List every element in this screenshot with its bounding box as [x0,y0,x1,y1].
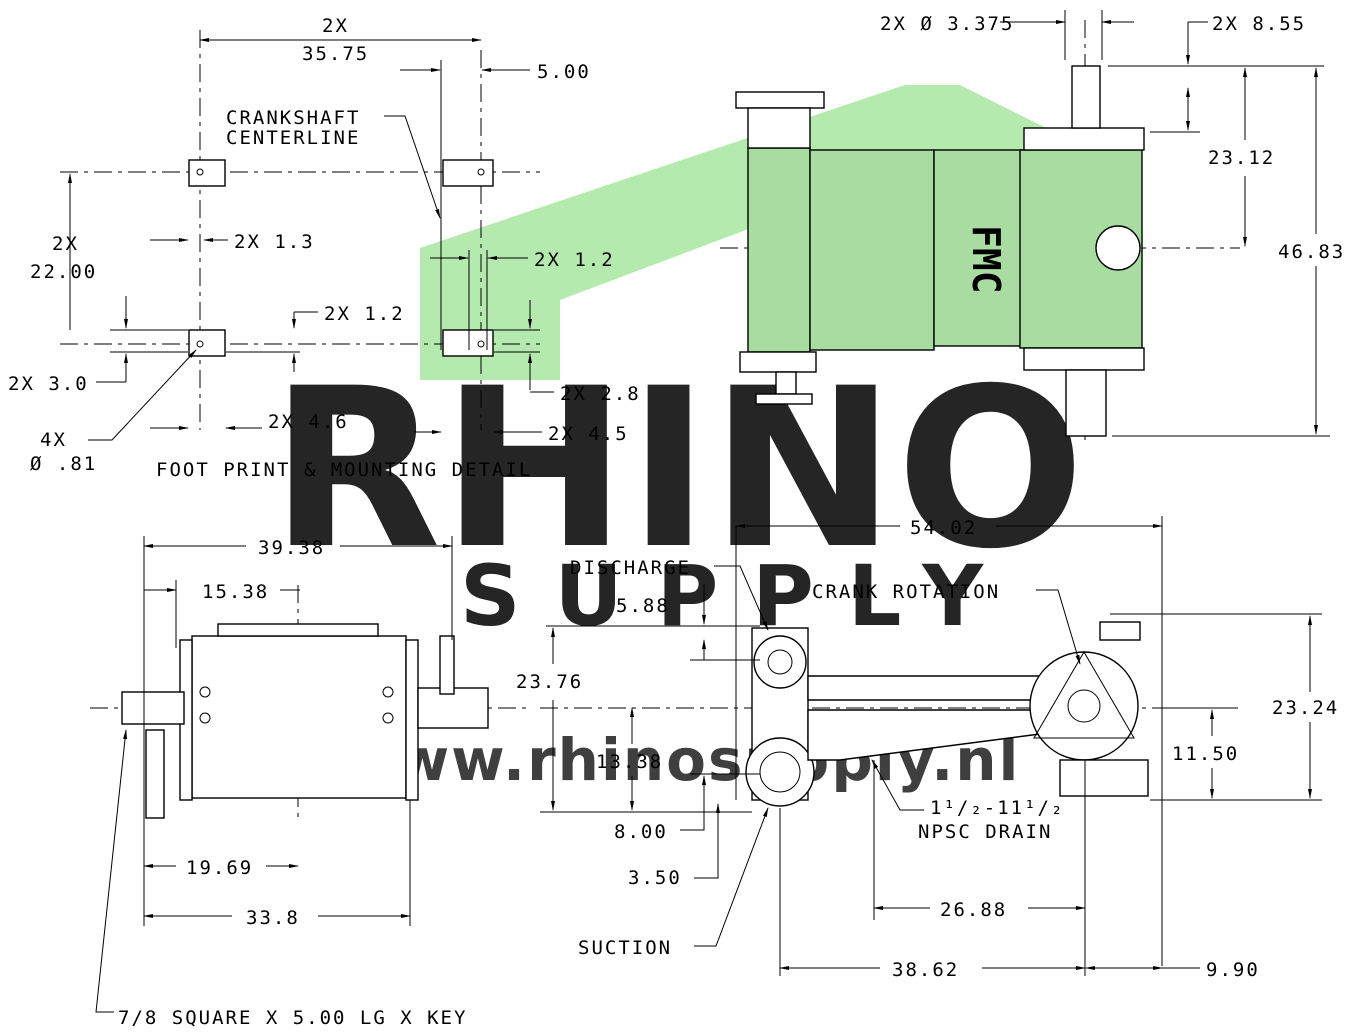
dim-label: 2X [52,233,79,255]
dim-label: 2X 2.8 [560,383,641,405]
dim-label: 2X 1.3 [234,231,315,253]
brand-mark: FMC [964,225,1008,294]
top-view: FMC 2X Ø 3.375 2X 8.55 23.12 46.83 [720,10,1345,440]
callout-label: SUCTION [578,937,672,959]
dim-label: 39.38 [258,537,325,559]
dim-label: 46.83 [1278,241,1345,263]
dim-label: 23.12 [1208,147,1275,169]
callout-label: 1¹/₂-11¹/₂ [930,797,1064,819]
crankshaft [1065,65,1107,437]
dim-label: 2X 1.2 [534,249,615,271]
dim-label: 13.38 [596,751,663,773]
mount-pad [188,159,226,187]
callout-label: DISCHARGE [570,557,691,579]
end-view: 39.38 15.38 19.69 33.8 7/8 SQUARE X 5.00… [90,536,530,1029]
dim-label: 2X 3.0 [8,373,89,395]
dim-label: CRANKSHAFT [226,107,360,129]
dim-label: 4X [40,429,67,451]
detail-title: FOOT PRINT & MOUNTING DETAIL [156,459,532,481]
dim-label: 54.02 [910,517,977,539]
pump-side-body [745,621,1149,807]
dim-label: 26.88 [940,899,1007,921]
dim-label: 2X [322,15,349,37]
dim-label: 3.50 [628,867,682,889]
watermark-brand: RHINO [270,341,1085,597]
callout-label: NPSC DRAIN [918,821,1052,843]
dim-label: 23.76 [516,671,583,693]
dim-label: 2X Ø 3.375 [880,13,1014,35]
dim-label: 19.69 [186,857,253,879]
dim-label: 15.38 [202,581,269,603]
watermark-tag: SUPPLY [460,547,1017,645]
dim-label: 33.8 [246,907,300,929]
dim-label: 9.90 [1206,959,1260,981]
mount-pad [442,329,494,357]
callout-label: CRANK ROTATION [812,581,1000,603]
dim-label: 2X 4.6 [268,411,349,433]
dim-label: 23.24 [1272,697,1339,719]
frame-body: FMC [809,127,1145,371]
dim-label: 2X 4.5 [548,423,629,445]
mount-pad [442,159,494,187]
dim-label: 2X 1.2 [324,303,405,325]
dim-label: 2X 8.55 [1212,13,1306,35]
dim-label: 38.62 [892,959,959,981]
footprint-detail: 2X 35.75 5.00 CRANKSHAFT CENTERLINE 2X 2… [8,15,641,481]
side-view: 54.02 DISCHARGE 5.88 CRANK ROTATION 23.7… [516,516,1339,981]
dim-label: 8.00 [614,821,668,843]
dim-label: 35.75 [302,43,369,65]
dim-label: 5.88 [616,595,670,617]
note: 7/8 SQUARE X 5.00 LG X KEY [118,1007,467,1028]
crankcase-end [121,623,489,819]
dim-label: CENTERLINE [226,127,360,149]
dim-label: 5.00 [537,61,591,83]
dim-label: 11.50 [1172,743,1239,765]
dim-label: Ø .81 [30,453,97,475]
dim-label: 22.00 [30,261,97,283]
fluid-end-housing [735,91,825,405]
